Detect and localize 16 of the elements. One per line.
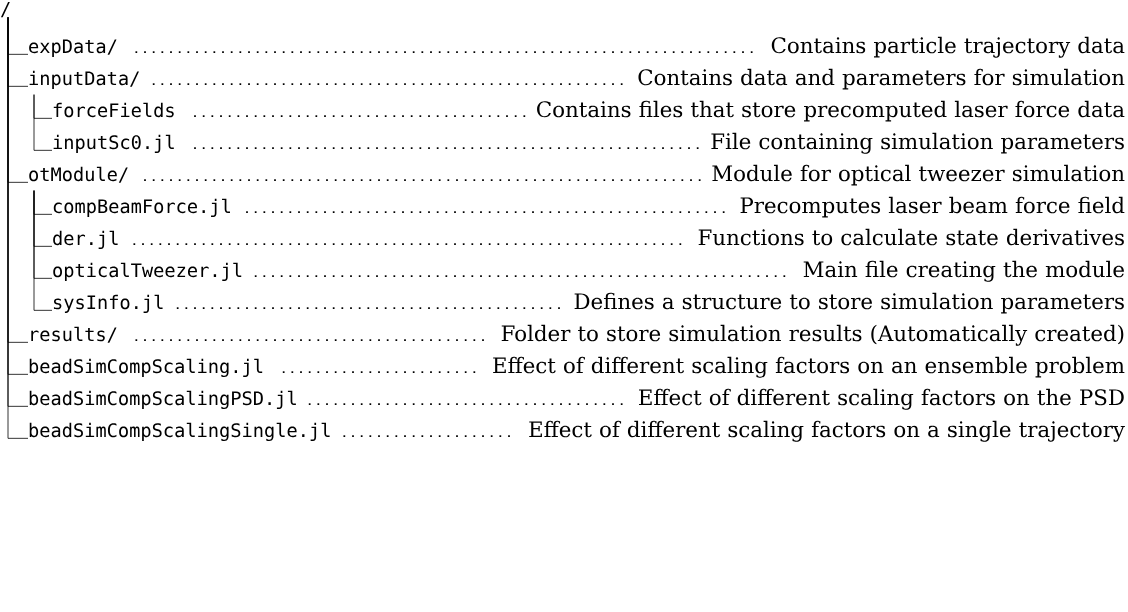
tree-entry: expData/ Contains particle trajectory data — [29, 36, 1125, 58]
tree-entry: inputSc0.jl File containing simulation parameters — [53, 132, 1124, 154]
tree-entry: forceFields Contains files that store precomputed laser force data — [53, 100, 1125, 122]
tree-line — [33, 94, 53, 151]
tree-entry: results/ Folder to store simulation results (Automatically created) — [31, 324, 1124, 346]
tree-entry: beadSimCompScalingPSD.jl Effect of different scaling factors on the PSD — [29, 388, 1124, 410]
tree-entry: sysInfo.jl Defines a structure to store simulation parameters — [53, 292, 1124, 314]
tree-entry: / — [0, 2, 10, 18]
tree-entry: otModule/ Module for optical tweezer simulation — [29, 164, 1125, 186]
tree-entry: inputData/ Contains data and parameters for simulation — [29, 68, 1125, 90]
tree-entry: der.jl Functions to calculate state derivatives — [53, 228, 1124, 249]
tree-line — [33, 190, 53, 311]
tree-entry: beadSimCompScaling.jl Effect of different scaling factors on an ensemble problem — [29, 356, 1125, 378]
tree-entry: opticalTweezer.jl Main file creating the module — [53, 260, 1124, 282]
tree-entry: beadSimCompScalingSingle.jl Effect of different scaling factors on a single trajectory — [29, 420, 1125, 442]
tree-entry: compBeamForce.jl Precomputes laser beam force field — [53, 196, 1125, 218]
